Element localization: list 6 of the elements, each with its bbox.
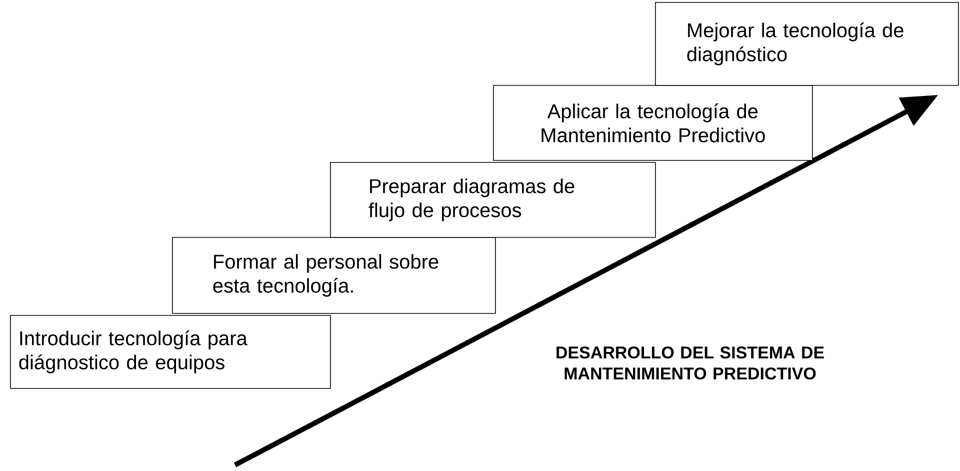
step-box: Preparar diagramas de flujo de procesos xyxy=(330,162,656,238)
step-box: Introducir tecnología para diágnostico de equipos xyxy=(10,315,331,389)
axis-label: DESARROLLO DEL SISTEMA DE MANTENIMIENTO PREDICTIVO xyxy=(556,346,824,380)
step-box: Mejorar la tecnología de diagnóstico xyxy=(655,2,959,86)
step-box: Aplicar la tecnología de Mantenimiento Predictivo xyxy=(493,85,813,161)
step-box: Formar al personal sobre esta tecnología. xyxy=(172,237,496,314)
